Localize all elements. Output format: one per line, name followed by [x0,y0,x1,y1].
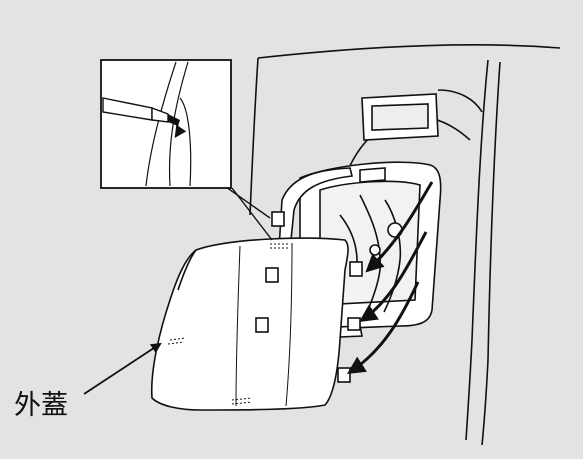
detail-inset [101,60,272,240]
outer-cover [152,238,348,410]
outer-cover-label: 外蓋 [14,392,68,419]
callout-arrow [84,344,160,394]
upper-vent [362,94,438,140]
